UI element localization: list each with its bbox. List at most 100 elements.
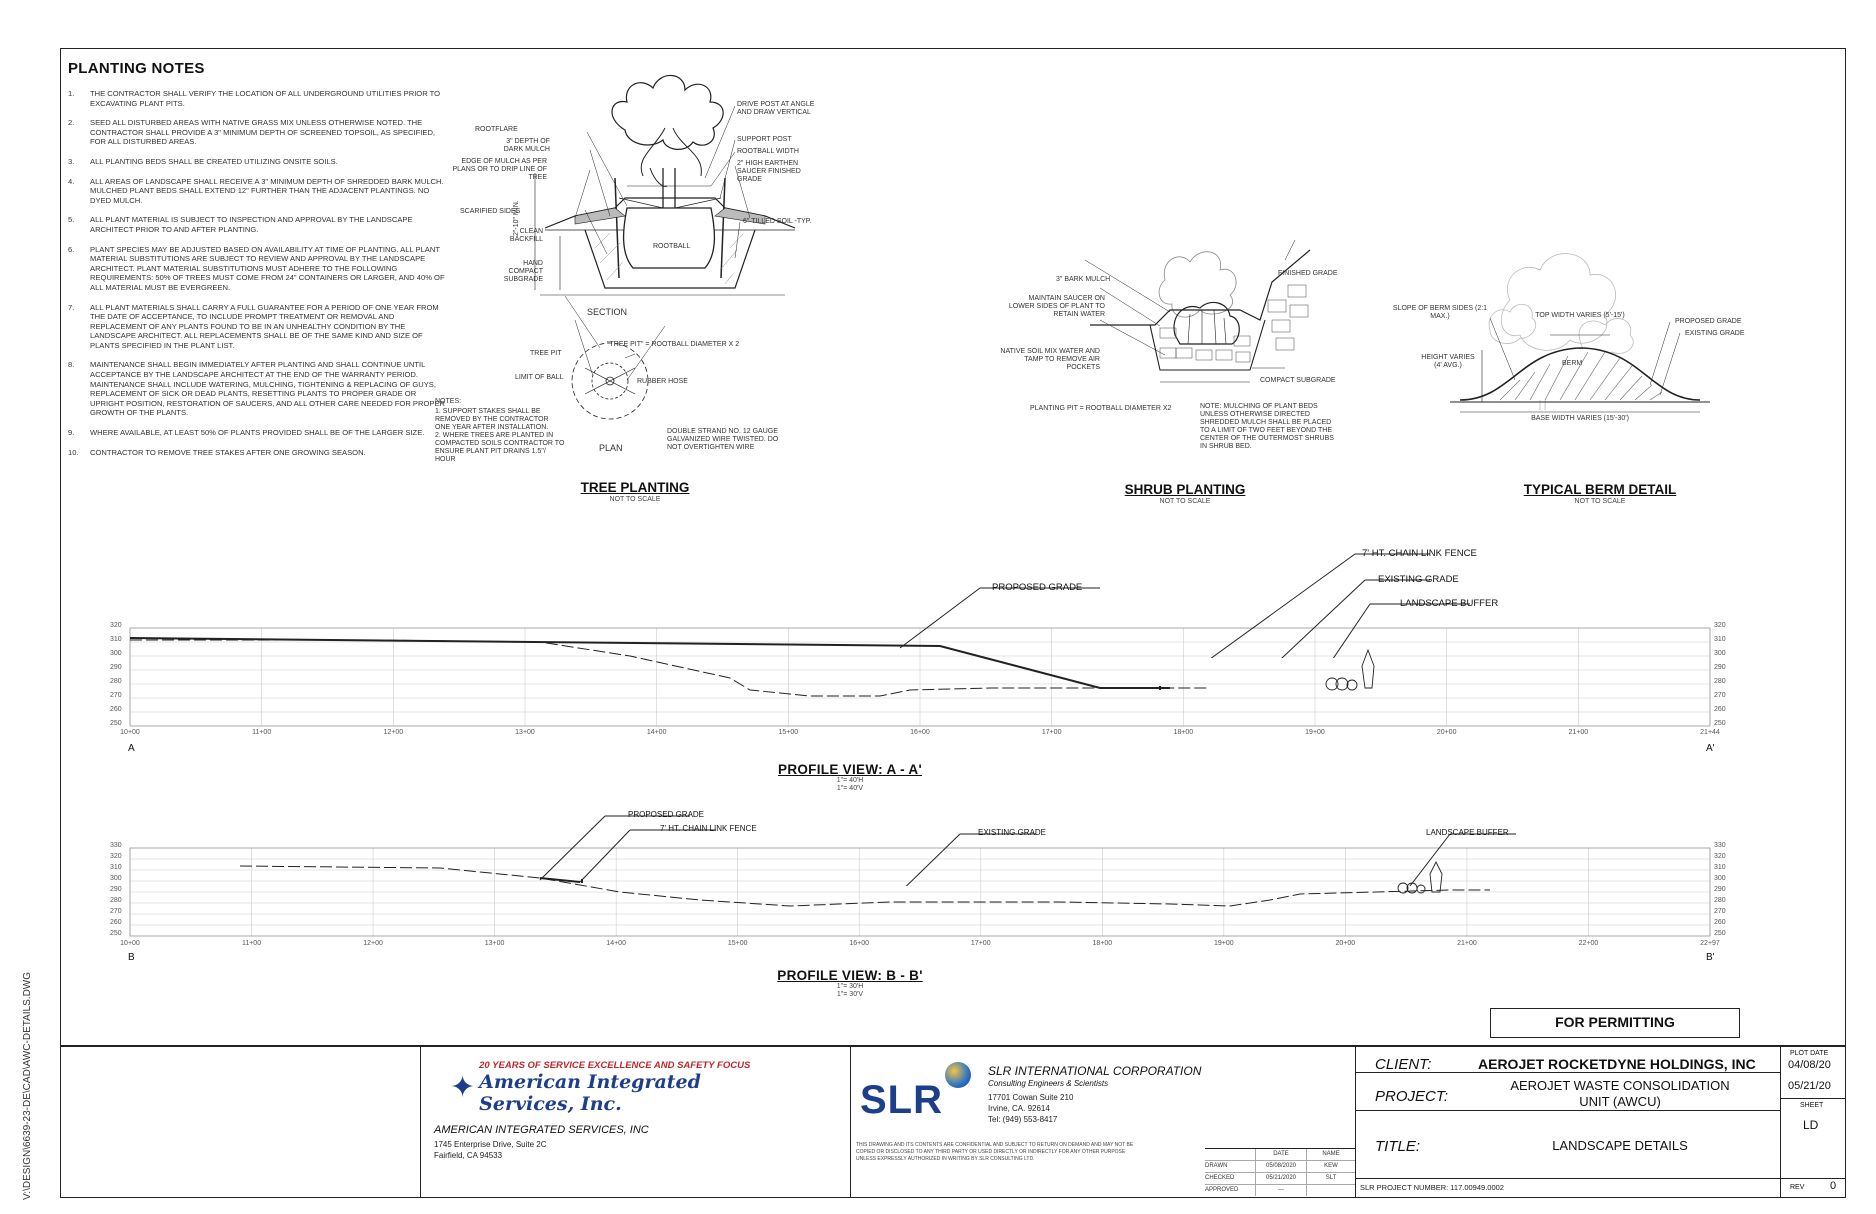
station-label: 18+00: [1173, 729, 1194, 736]
planting-note-text: ALL PLANTING BEDS SHALL BE CREATED UTILI…: [90, 156, 338, 166]
station-label: 17+00: [1041, 729, 1062, 736]
elevation-label: 280: [110, 897, 122, 904]
planting-note-text: PLANT SPECIES MAY BE ADJUSTED BASED ON A…: [90, 244, 445, 292]
ais-banner: ✦ 20 YEARS OF SERVICE EXCELLENCE AND SAF…: [450, 1060, 770, 1115]
tree-planting-detail: ROOTFLARE 3" DEPTH OF DARK MULCH EDGE OF…: [435, 58, 935, 508]
tree-label-tree-pit: TREE PIT: [530, 350, 562, 357]
ais-addr2: Fairfield, CA 94533: [434, 1151, 503, 1160]
elevation-label: 260: [110, 919, 122, 926]
drawing-sheet: [60, 48, 1846, 1198]
permit-stamp: FOR PERMITTING: [1490, 1008, 1740, 1038]
berm-title: TYPICAL BERM DETAIL: [1523, 482, 1677, 497]
planting-note-text: WHERE AVAILABLE, AT LEAST 50% OF PLANTS …: [90, 428, 425, 438]
slr-addr1: 17701 Cowan Suite 210: [988, 1093, 1074, 1102]
project-line-2: UNIT (AWCU): [1579, 1094, 1661, 1109]
berm-label-existing-grade: EXISTING GRADE: [1685, 330, 1745, 337]
sign-col-name: NAME: [1306, 1149, 1355, 1160]
slr-name: SLR INTERNATIONAL CORPORATION: [988, 1064, 1202, 1078]
rev-label: REV: [1790, 1184, 1805, 1191]
shrub-label-saucer: MAINTAIN SAUCER ON LOWER SIDES OF PLANT …: [1008, 295, 1105, 318]
profile-b: PROPOSED GRADE 7' HT. CHAIN LINK FENCE E…: [110, 796, 1760, 1016]
tree-planting-title-block: TREE PLANTING NOT TO SCALE: [540, 480, 730, 503]
elevation-label: 320: [110, 853, 122, 860]
tree-label-pit-note: "TREE PIT" = ROOTBALL DIAMETER X 2: [607, 341, 740, 348]
plot-date-1: 04/08/20: [1788, 1059, 1831, 1071]
sheet-label: SHEET: [1800, 1102, 1824, 1109]
planting-note-number: 1.: [68, 89, 75, 98]
profile-a-start: A: [128, 743, 135, 754]
tree-planting-subtitle: NOT TO SCALE: [609, 496, 661, 503]
tree-label-rootball-width: ROOTBALL WIDTH: [737, 148, 799, 155]
planting-notes-title: PLANTING NOTES: [68, 60, 205, 77]
profile-a-end: A': [1706, 743, 1715, 754]
elevation-label: 270: [110, 908, 122, 915]
berm-drawing: [1450, 253, 1710, 413]
berm-subtitle: NOT TO SCALE: [1574, 498, 1626, 505]
title-block-top-border: [60, 1045, 1846, 1047]
profile-b-drawing: [129, 847, 1711, 937]
shrub-label-compact-subgrade: COMPACT SUBGRADE: [1260, 377, 1336, 384]
berm-label-top-width: TOP WIDTH VARIES (5'-15'): [1535, 312, 1625, 319]
sign-r1-date: 05/08/2020: [1255, 1161, 1306, 1172]
elevation-label: 300: [1714, 875, 1726, 882]
tb-row-line-1: [1355, 1072, 1780, 1073]
planting-note-number: 2.: [68, 118, 75, 128]
tree-label-rubber-hose: RUBBER HOSE: [637, 378, 688, 385]
planting-note-text: ALL PLANT MATERIAL IS SUBJECT TO INSPECT…: [90, 215, 413, 234]
station-label: 16+00: [849, 940, 870, 947]
station-label: 12+00: [383, 729, 404, 736]
tree-label-double-strand: DOUBLE STRAND NO. 12 GAUGE GALVANIZED WI…: [667, 428, 779, 451]
planting-note-text: ALL AREAS OF LANDSCAPE SHALL RECEIVE A 3…: [90, 176, 444, 205]
title-value: LANDSCAPE DETAILS: [1552, 1138, 1688, 1153]
project-number: SLR PROJECT NUMBER: 117.00949.0002: [1360, 1183, 1504, 1192]
profile-b-callout-buffer: LANDSCAPE BUFFER: [1426, 828, 1509, 837]
shrub-planting-detail: 3" BARK MULCH MAINTAIN SAUCER ON LOWER S…: [1000, 240, 1370, 510]
station-label: 15+00: [778, 729, 799, 736]
station-label: 21+44: [1700, 729, 1720, 736]
berm-label-berm: BERM: [1562, 360, 1583, 367]
elevation-label: 290: [110, 886, 122, 893]
sign-r2: CHECKED: [1205, 1175, 1235, 1181]
elevation-label: 250: [1714, 930, 1726, 937]
planting-note-number: 3.: [68, 156, 75, 166]
tree-label-clean-backfill: CLEAN BACKFILL: [509, 228, 543, 243]
station-label: 19+00: [1305, 729, 1325, 736]
station-label: 16+00: [910, 729, 930, 736]
tb-divider-4: [1780, 1045, 1781, 1198]
sign-r1-name: KEW: [1306, 1161, 1355, 1172]
tree-planting-title: TREE PLANTING: [580, 480, 690, 495]
sign-r2-date: 05/21/2020: [1255, 1173, 1306, 1184]
slr-logo: SLR: [860, 1078, 943, 1122]
ais-logo: ✦ 20 YEARS OF SERVICE EXCELLENCE AND SAF…: [450, 1060, 770, 1115]
tree-label-depth-min: 2"-10" MIN.: [513, 200, 520, 236]
elevation-label: 250: [1714, 720, 1726, 727]
station-label: 10+00: [120, 729, 140, 736]
client-label: CLIENT:: [1375, 1056, 1432, 1073]
shrub-label-pit-note: PLANTING PIT = ROOTBALL DIAMETER X2: [1030, 405, 1172, 412]
station-label: 13+00: [484, 940, 505, 947]
elevation-label: 280: [1714, 897, 1726, 904]
slr-tel: Tel: (949) 553-8417: [988, 1115, 1058, 1124]
station-label: 18+00: [1092, 940, 1113, 947]
planting-note-text: CONTRACTOR TO REMOVE TREE STAKES AFTER O…: [90, 447, 366, 457]
station-label: 21+00: [1457, 940, 1477, 947]
tree-label-edge-mulch: EDGE OF MULCH AS PER PLANS OR TO DRIP LI…: [452, 158, 547, 181]
ais-banner-text: 20 YEARS OF SERVICE EXCELLENCE AND SAFET…: [479, 1060, 751, 1071]
ais-script: American Integrated Services, Inc.: [479, 1071, 701, 1115]
station-label: 15+00: [727, 940, 748, 947]
elevation-label: 290: [1714, 664, 1726, 671]
tree-label-plan: PLAN: [599, 443, 623, 453]
elevation-label: 300: [1714, 650, 1726, 657]
profile-b-callout-existing: EXISTING GRADE: [978, 828, 1047, 837]
tree-note-2: 2. WHERE TREES ARE PLANTED IN COMPACTED …: [435, 432, 565, 463]
tree-label-hand-compact: HAND COMPACT SUBGRADE: [503, 260, 543, 283]
elevation-label: 270: [110, 692, 122, 699]
tree-label-rootflare: ROOTFLARE: [475, 126, 518, 133]
station-label: 14+00: [606, 940, 626, 947]
profile-b-scale-v: 1"= 30'V: [836, 991, 864, 998]
planting-note-number: 10.: [68, 447, 79, 457]
elevation-label: 320: [1714, 622, 1726, 629]
